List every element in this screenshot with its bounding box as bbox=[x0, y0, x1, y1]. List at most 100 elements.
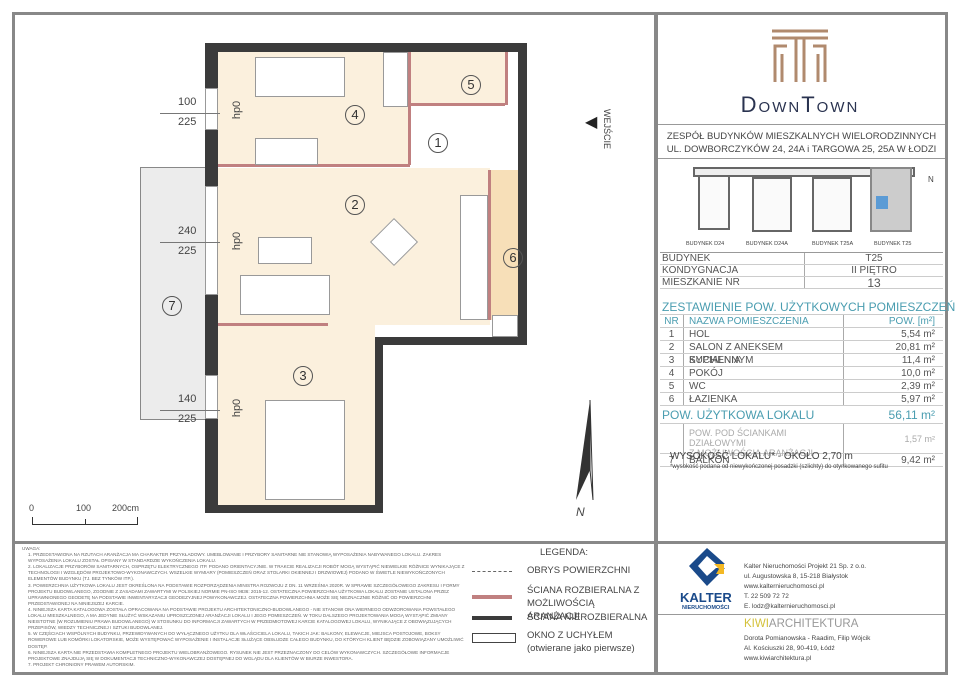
note-item: 6. NINIEJSZA KARTA NIE PRZEDSTAWIA KOMPL… bbox=[28, 649, 450, 661]
kalter-logo-subtext: NIERUCHOMOŚCI bbox=[682, 605, 730, 611]
building-t25a bbox=[812, 177, 852, 232]
legend-label: OBRYS POWIERZCHNI bbox=[527, 565, 631, 576]
architect-line: Dorota Pomianowska - Raadim, Filip Wójci… bbox=[744, 635, 871, 642]
north-arrow-icon bbox=[576, 400, 594, 501]
note-item: 2. LOKALIZACJE PRZYBORÓW SANITARNYCH, OS… bbox=[28, 564, 465, 582]
col-name: NAZWA POMIESZCZENIA bbox=[684, 315, 844, 327]
bathtub-icon bbox=[492, 315, 518, 337]
note-item: 3. POWIERZCHNIA UŻYTKOWA LOKALU JEST OKR… bbox=[28, 582, 460, 606]
window-height: 225 bbox=[178, 116, 197, 128]
room-number: 5 bbox=[461, 75, 481, 95]
company-frame bbox=[655, 541, 948, 675]
total-label: POW. UŻYTKOWA LOKALU bbox=[662, 408, 815, 422]
room-number: 4 bbox=[345, 105, 365, 125]
room-number: 6 bbox=[503, 248, 523, 268]
height-note: *wysokość podana od niewykończonej posad… bbox=[670, 464, 888, 470]
double-bed-icon bbox=[265, 400, 345, 500]
legend-title: LEGENDA: bbox=[540, 547, 589, 558]
room-number: 7 bbox=[162, 296, 182, 316]
note-item: 1. PRZEDSTAWIONA NA RZUTACH ARANŻACJA MA… bbox=[28, 552, 442, 564]
legend-label: ŚCIANA ROZBIERALNA Z MOŻLIWOŚCIĄ ARANŻAC… bbox=[527, 585, 640, 622]
note-item: 4. NINIEJSZA KARTA KATALOGOWA ZOSTAŁA OP… bbox=[28, 606, 456, 631]
wall bbox=[205, 505, 383, 513]
building-label: BUDYNEK D24A bbox=[746, 241, 788, 247]
table-icon bbox=[258, 237, 312, 264]
room-name: SALON Z ANEKSEM KUCHENNYM bbox=[684, 341, 844, 366]
legend-dashed-line bbox=[472, 571, 512, 572]
room-name: WC bbox=[684, 380, 844, 392]
info-value: 13 bbox=[867, 276, 881, 290]
partition-label: POW. POD ŚCIANKAMI DZIAŁOWYMI bbox=[689, 428, 787, 448]
room-name: POKÓJ bbox=[684, 367, 844, 379]
developer-link[interactable]: www.kalternieruchomosci.pl bbox=[744, 583, 825, 590]
bed-icon bbox=[255, 57, 345, 97]
room-area: 2,39 m² bbox=[901, 381, 935, 392]
notes-title: UWAGA: bbox=[22, 546, 41, 551]
developer-info: Kalter Nieruchomości Projekt 21 Sp. z o.… bbox=[744, 562, 866, 612]
room-area: 5,97 m² bbox=[901, 394, 935, 405]
developer-email[interactable]: E. lodz@kalternieruchomosci.pl bbox=[744, 603, 836, 610]
brand-name: DownTown bbox=[740, 92, 860, 117]
desk-icon bbox=[255, 138, 318, 165]
north-label: N bbox=[576, 505, 585, 519]
room-nr: 3 bbox=[660, 354, 684, 366]
partition-area: 1,57 m² bbox=[904, 434, 935, 444]
divider bbox=[658, 158, 945, 159]
partition-wall bbox=[218, 323, 328, 326]
room-nr: 5 bbox=[660, 380, 684, 392]
window-sill: hp0 bbox=[231, 398, 244, 418]
dim-line bbox=[160, 410, 220, 411]
info-label: KONDYGNACJA bbox=[660, 265, 805, 276]
architect-logo-architektura: ARCHITEKTURA bbox=[768, 618, 859, 630]
legend-label: ŚCIANA NIEROZBIERALNA bbox=[527, 612, 648, 623]
building-label: BUDYNEK T25A bbox=[812, 241, 854, 247]
architect-info: Dorota Pomianowska - Raadim, Filip Wójci… bbox=[744, 634, 870, 664]
dim-line bbox=[160, 113, 220, 114]
developer-line: ul. Augustowska 8, 15-218 Białystok bbox=[744, 573, 849, 580]
building-label: BUDYNEK D24 bbox=[686, 241, 725, 247]
legend-partition-swatch bbox=[472, 595, 512, 599]
room-number: 1 bbox=[428, 133, 448, 153]
project-title-1: ZESPÓŁ BUDYNKÓW MIESZKALNYCH WIELORODZIN… bbox=[666, 131, 937, 142]
room-name: SYPIALNIA bbox=[684, 354, 844, 366]
legend-label: (otwierane jako pierwsze) bbox=[527, 643, 635, 654]
dim-line bbox=[160, 242, 220, 243]
col-area: POW. [m²] bbox=[888, 316, 935, 327]
kalter-logo-text: KALTER bbox=[680, 590, 732, 605]
partition-label: Z MOŻLIWOŚCIĄ ARANŻACJI bbox=[689, 448, 814, 458]
room-name: BALKON bbox=[684, 454, 844, 466]
note-item: 5. W CZĘŚCIACH WSPÓLNYCH BUDYNKU, PRZEWI… bbox=[28, 631, 464, 649]
room-area: 9,42 m² bbox=[901, 455, 935, 466]
entrance-label: WEJŚCIE bbox=[602, 108, 613, 150]
window-sill: hp0 bbox=[231, 231, 244, 251]
window-width: 140 bbox=[178, 393, 197, 405]
room-area: 11,4 m² bbox=[901, 355, 935, 366]
developer-line: Kalter Nieruchomości Projekt 21 Sp. z o.… bbox=[744, 563, 867, 570]
apartment-highlight bbox=[876, 196, 888, 209]
window bbox=[205, 88, 218, 130]
window bbox=[205, 186, 218, 295]
legend-wall-swatch bbox=[472, 616, 512, 620]
wall bbox=[375, 337, 527, 345]
room-nr: 6 bbox=[660, 393, 684, 405]
room-nr: 2 bbox=[660, 341, 684, 353]
room-number: 3 bbox=[293, 366, 313, 386]
areas-title: ZESTAWIENIE POW. UŻYTKOWYCH POMIESZCZEŃ bbox=[662, 300, 956, 314]
wall bbox=[518, 43, 527, 345]
wall bbox=[205, 43, 527, 52]
building-label: BUDYNEK T25 bbox=[874, 241, 912, 247]
architect-logo-kiwi: KIWI bbox=[744, 618, 769, 630]
architect-link[interactable]: www.kiwiarchitektura.pl bbox=[744, 655, 812, 662]
partition-wall bbox=[218, 164, 410, 167]
